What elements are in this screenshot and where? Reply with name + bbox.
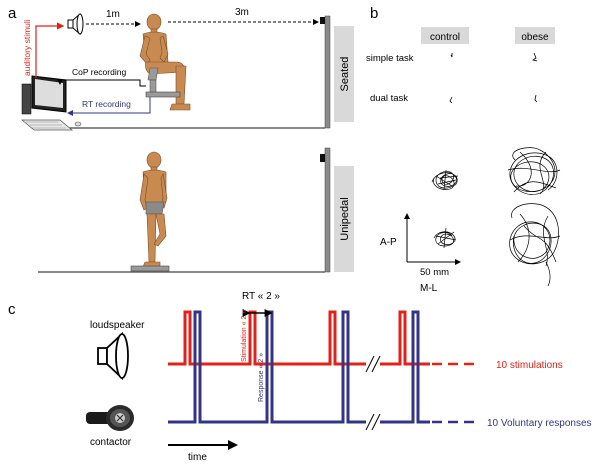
cop-recording-label: CoP recording (72, 67, 126, 77)
cop-recording-arrow (57, 79, 146, 87)
stimulation-2-label: Stimulation « 2 » (241, 310, 248, 362)
computer-icon (21, 75, 82, 131)
loudspeaker-icon-large (97, 331, 129, 381)
contactor-icon (86, 405, 134, 431)
loudspeaker-label: loudspeaker (90, 320, 145, 331)
stimulation-trace (168, 310, 480, 366)
panel-label-b: b (370, 5, 378, 22)
wall-unipedal (324, 147, 331, 273)
ap-axis-label: A-P (380, 237, 397, 248)
axes-indicator (404, 213, 461, 265)
obese-header: obese (521, 32, 549, 43)
responses-count-label: 10 Voluntary responses (487, 418, 592, 429)
rt-recording-arrow (67, 97, 151, 116)
standing-participant (139, 151, 168, 268)
seated-setup: 1m 3m auditory stim (21, 7, 354, 131)
simple-task-label: simple task (366, 53, 414, 64)
seated-label: Seated (339, 57, 351, 92)
stimulations-count-label: 10 stimulations (496, 360, 563, 371)
rt-label: RT « 2 » (242, 291, 280, 302)
response-trace (168, 310, 480, 424)
cop-trace-unipedal-control-dual (433, 227, 457, 249)
force-platform-unipedal (130, 265, 170, 272)
cop-trace-seated-control-simple (450, 53, 453, 58)
unipedal-setup: Unipedal (38, 147, 354, 273)
control-header: control (430, 32, 460, 43)
seated-participant (139, 13, 191, 111)
dual-task-label: dual task (370, 93, 408, 104)
control-header-box (421, 27, 469, 44)
obese-header-box (515, 27, 555, 44)
unipedal-label-box (334, 166, 354, 272)
cop-trace-unipedal-control-simple (431, 169, 459, 191)
panel-label-c: c (8, 301, 16, 318)
time-label: time (188, 452, 207, 463)
target-seated (320, 17, 325, 24)
response-2-label: Response « 2 » (258, 353, 265, 402)
auditory-stimuli-arrow (35, 22, 65, 78)
panel-label-a: a (8, 5, 17, 22)
ml-axis-label: M-L (420, 283, 438, 294)
target-unipedal (320, 154, 325, 162)
cop-trace-seated-obese-dual (534, 94, 538, 103)
cop-trace-unipedal-obese-simple (507, 147, 561, 195)
auditory-stimuli-label: auditory stimuli (22, 19, 32, 76)
unipedal-label: Unipedal (339, 197, 351, 240)
force-platform-icon (145, 91, 181, 98)
seated-label-box (334, 26, 354, 122)
distance-1m-label: 1m (106, 9, 120, 20)
loudspeaker-icon (67, 12, 84, 36)
scale-label: 50 mm (420, 267, 449, 278)
wall-seated (324, 15, 331, 129)
rt-recording-label: RT recording (82, 99, 131, 109)
contactor-label: contactor (90, 437, 132, 448)
axis-break-stim (365, 355, 381, 373)
cop-trace-unipedal-obese-dual (509, 203, 561, 287)
cop-trace-seated-obese-simple (532, 52, 538, 62)
distance-3m-label: 3m (235, 7, 249, 18)
cop-trace-seated-control-dual (449, 96, 453, 104)
axis-break-resp (365, 413, 381, 431)
